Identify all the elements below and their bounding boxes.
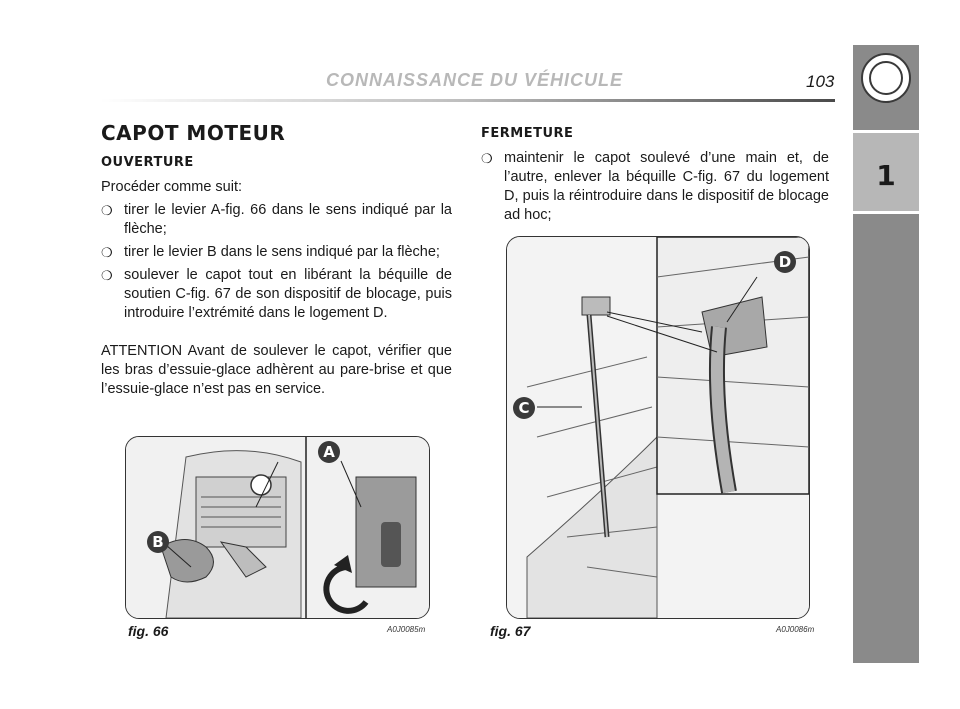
figure-67-drawing	[507, 237, 809, 618]
header-rule	[100, 99, 835, 102]
chapter-sidebar: 1	[853, 45, 919, 663]
callout-b: B	[147, 531, 169, 553]
figure-67-caption: fig. 67	[490, 623, 531, 639]
left-column: CAPOT MOTEUR OUVERTURE Procéder comme su…	[101, 121, 452, 399]
list-item: maintenir le capot soulevé d’une main et…	[481, 149, 829, 225]
warning-text: ATTENTION Avant de soulever le capot, vé…	[101, 343, 452, 397]
chapter-tab[interactable]: 1	[853, 130, 919, 214]
alfa-romeo-logo-icon	[861, 53, 911, 103]
figure-67-illustration: C D	[506, 236, 810, 619]
figure-66-code: A0J0085m	[387, 625, 426, 634]
list-item: soulever le capot tout en libérant la bé…	[101, 266, 452, 323]
running-title: CONNAISSANCE DU VÉHICULE	[326, 70, 624, 90]
page-number: 103	[806, 72, 835, 91]
logo-inner-ring	[869, 61, 903, 95]
list-item: tirer le levier A-fig. 66 dans le sens i…	[101, 201, 452, 239]
figure-66-caption: fig. 66	[128, 623, 169, 639]
right-column: FERMETURE maintenir le capot soulevé d’u…	[481, 124, 829, 225]
callout-d: D	[774, 251, 796, 273]
list-item: tirer le levier B dans le sens indiqué p…	[101, 243, 452, 262]
callout-a: A	[318, 441, 340, 463]
figure-67-code: A0J0086m	[776, 625, 815, 634]
intro-text: Procéder comme suit:	[101, 179, 243, 195]
callout-c: C	[513, 397, 535, 419]
figure-66-illustration: A B	[125, 436, 430, 619]
section-title: CAPOT MOTEUR	[101, 121, 286, 145]
chapter-number: 1	[876, 159, 896, 192]
subsection-title-opening: OUVERTURE	[101, 155, 194, 170]
subsection-title-closing: FERMETURE	[481, 126, 574, 141]
figure-66-drawing	[126, 437, 429, 618]
